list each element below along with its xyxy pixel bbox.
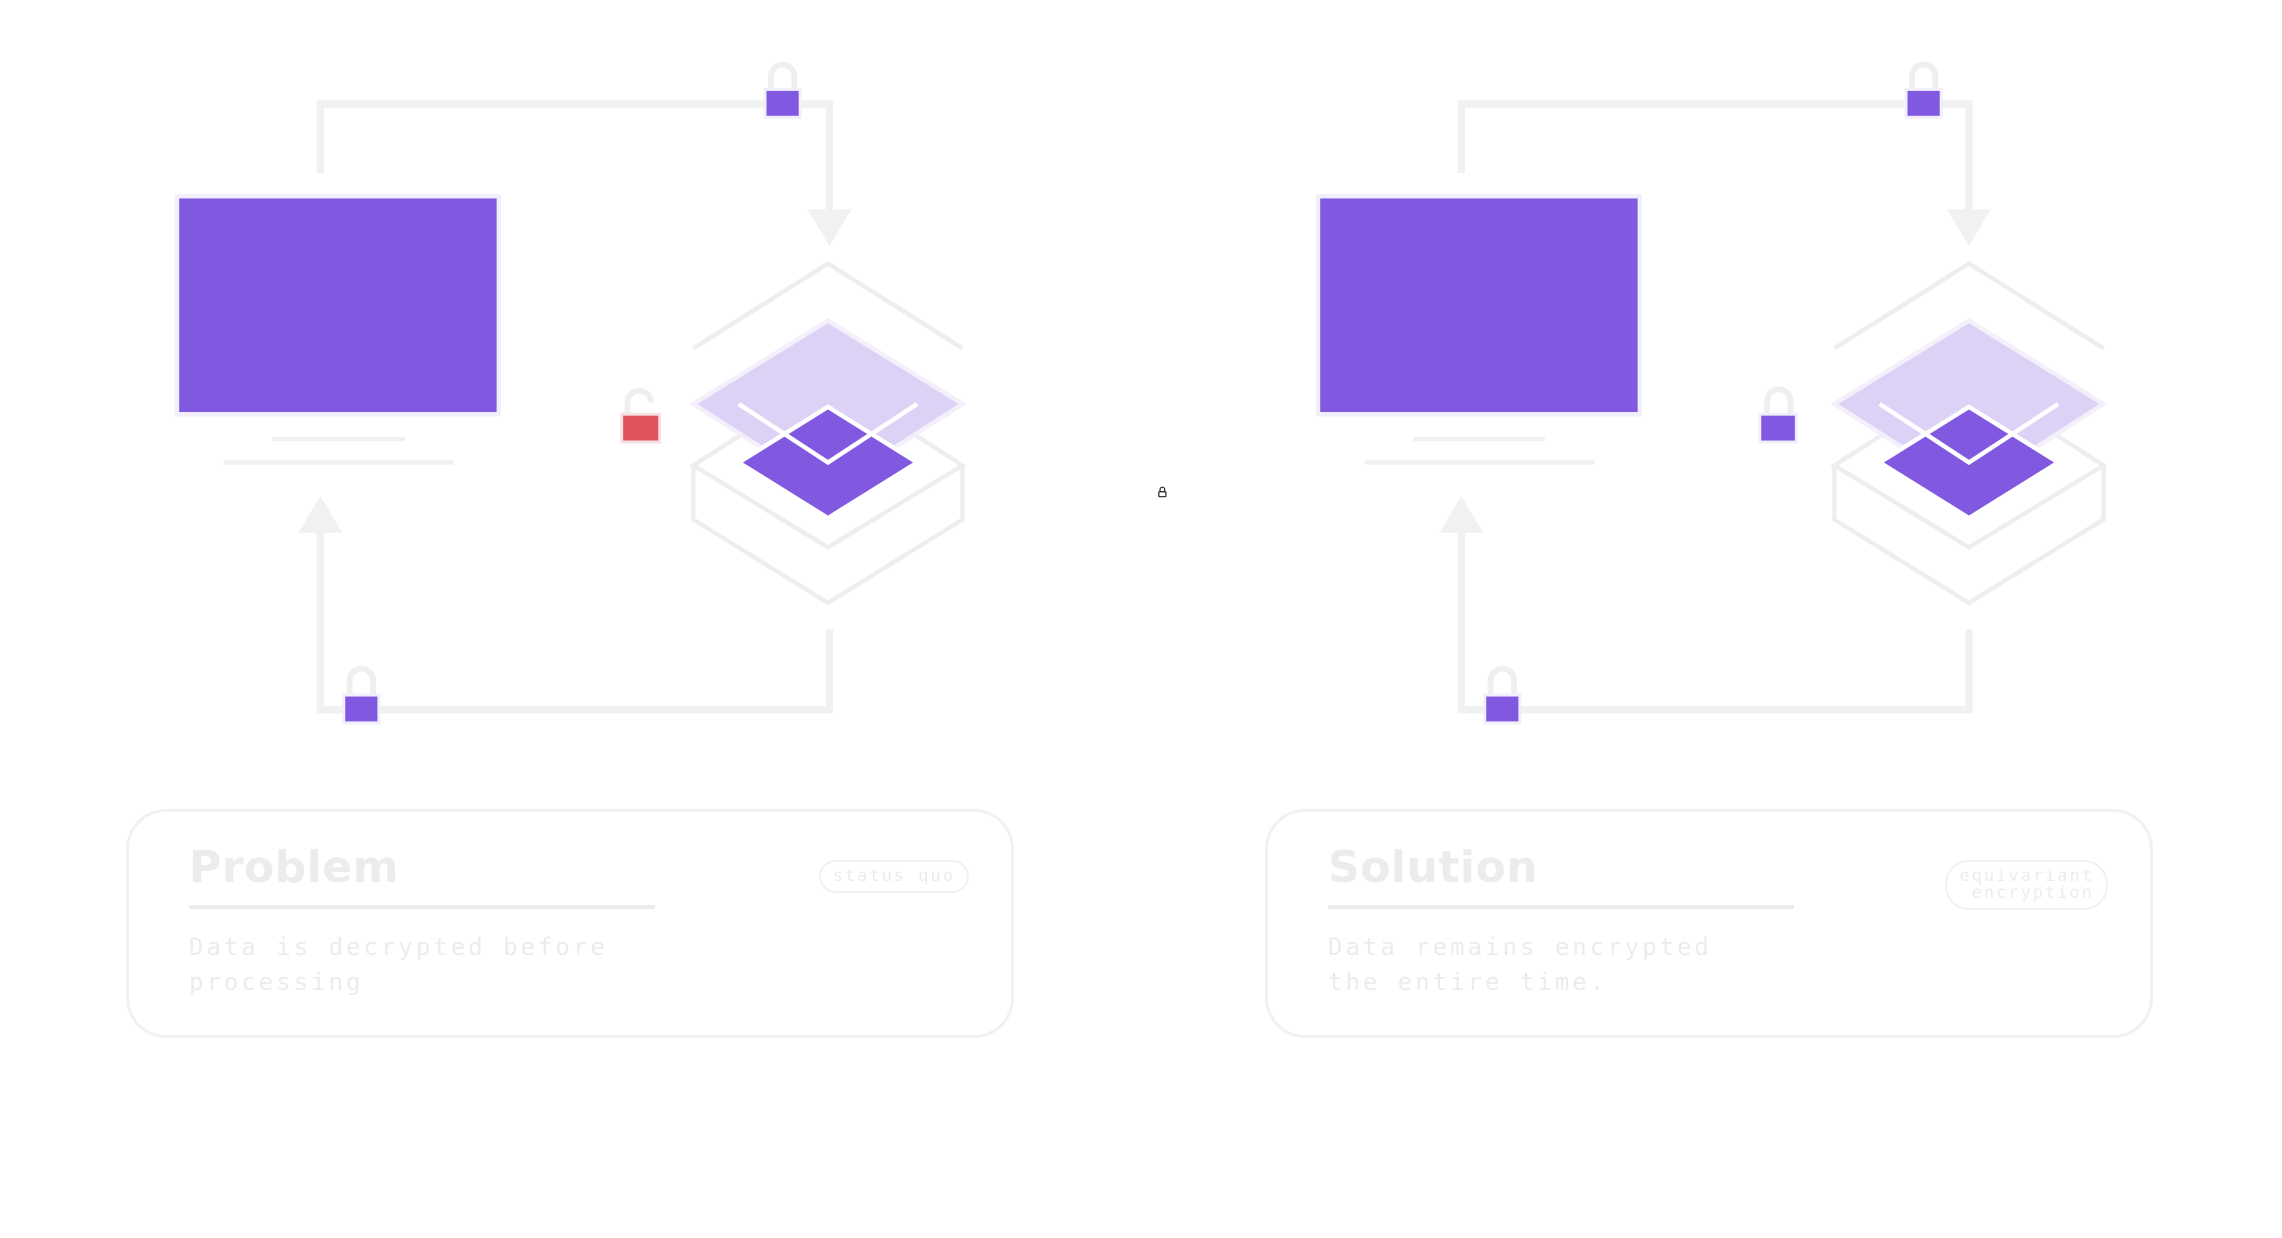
solution-card: Solution Data remains encrypted the enti… bbox=[1265, 809, 2153, 1038]
solution-server-outer-box bbox=[1832, 465, 2106, 606]
problem-flow-diagram bbox=[174, 61, 967, 725]
problem-server-outer-box bbox=[691, 465, 965, 606]
problem-laptop-screen bbox=[174, 194, 502, 417]
problem-top-connector bbox=[316, 100, 834, 213]
solution-top-connector bbox=[1457, 100, 1973, 213]
center-lock-icon bbox=[1158, 486, 1167, 498]
solution-laptop-screen bbox=[1315, 194, 1643, 417]
solution-server-layers bbox=[1830, 260, 2108, 606]
solution-card-tag: equivariant encryption bbox=[1945, 860, 2108, 910]
solution-client-laptop bbox=[1315, 194, 1643, 465]
solution-data-layer-chevron bbox=[1878, 402, 2060, 466]
problem-data-layer-chevron bbox=[737, 402, 919, 466]
solution-top-lock-icon bbox=[1904, 61, 1943, 119]
problem-card-tag: status quo bbox=[818, 860, 969, 893]
solution-flow-diagram bbox=[1315, 61, 2108, 725]
problem-card-divider bbox=[189, 905, 655, 909]
problem-card-title: Problem bbox=[189, 842, 399, 893]
solution-card-title: Solution bbox=[1328, 842, 1538, 893]
problem-top-arrowhead bbox=[807, 209, 852, 246]
solution-top-arrowhead bbox=[1947, 209, 1991, 246]
solution-card-divider bbox=[1328, 905, 1794, 909]
solution-bottom-lock-icon bbox=[1483, 665, 1522, 725]
problem-side-lock-open-icon bbox=[620, 387, 662, 444]
problem-bottom-arrowhead bbox=[298, 496, 343, 533]
solution-server-outer-top bbox=[1833, 260, 2105, 351]
solution-side-lock-closed-icon bbox=[1758, 386, 1798, 444]
problem-top-lock-icon bbox=[763, 61, 802, 119]
problem-card: Problem Data is decrypted before process… bbox=[126, 809, 1014, 1038]
problem-bottom-connector bbox=[316, 526, 834, 714]
solution-bottom-connector bbox=[1457, 526, 1973, 714]
problem-client-laptop bbox=[174, 194, 502, 465]
solution-card-description: Data remains encrypted the entire time. bbox=[1328, 933, 1712, 996]
problem-bottom-lock-icon bbox=[342, 665, 381, 725]
problem-card-description: Data is decrypted before processing bbox=[189, 933, 608, 996]
problem-server-layers bbox=[689, 260, 967, 606]
solution-bottom-arrowhead bbox=[1439, 496, 1484, 533]
problem-server-outer-top bbox=[692, 260, 964, 351]
